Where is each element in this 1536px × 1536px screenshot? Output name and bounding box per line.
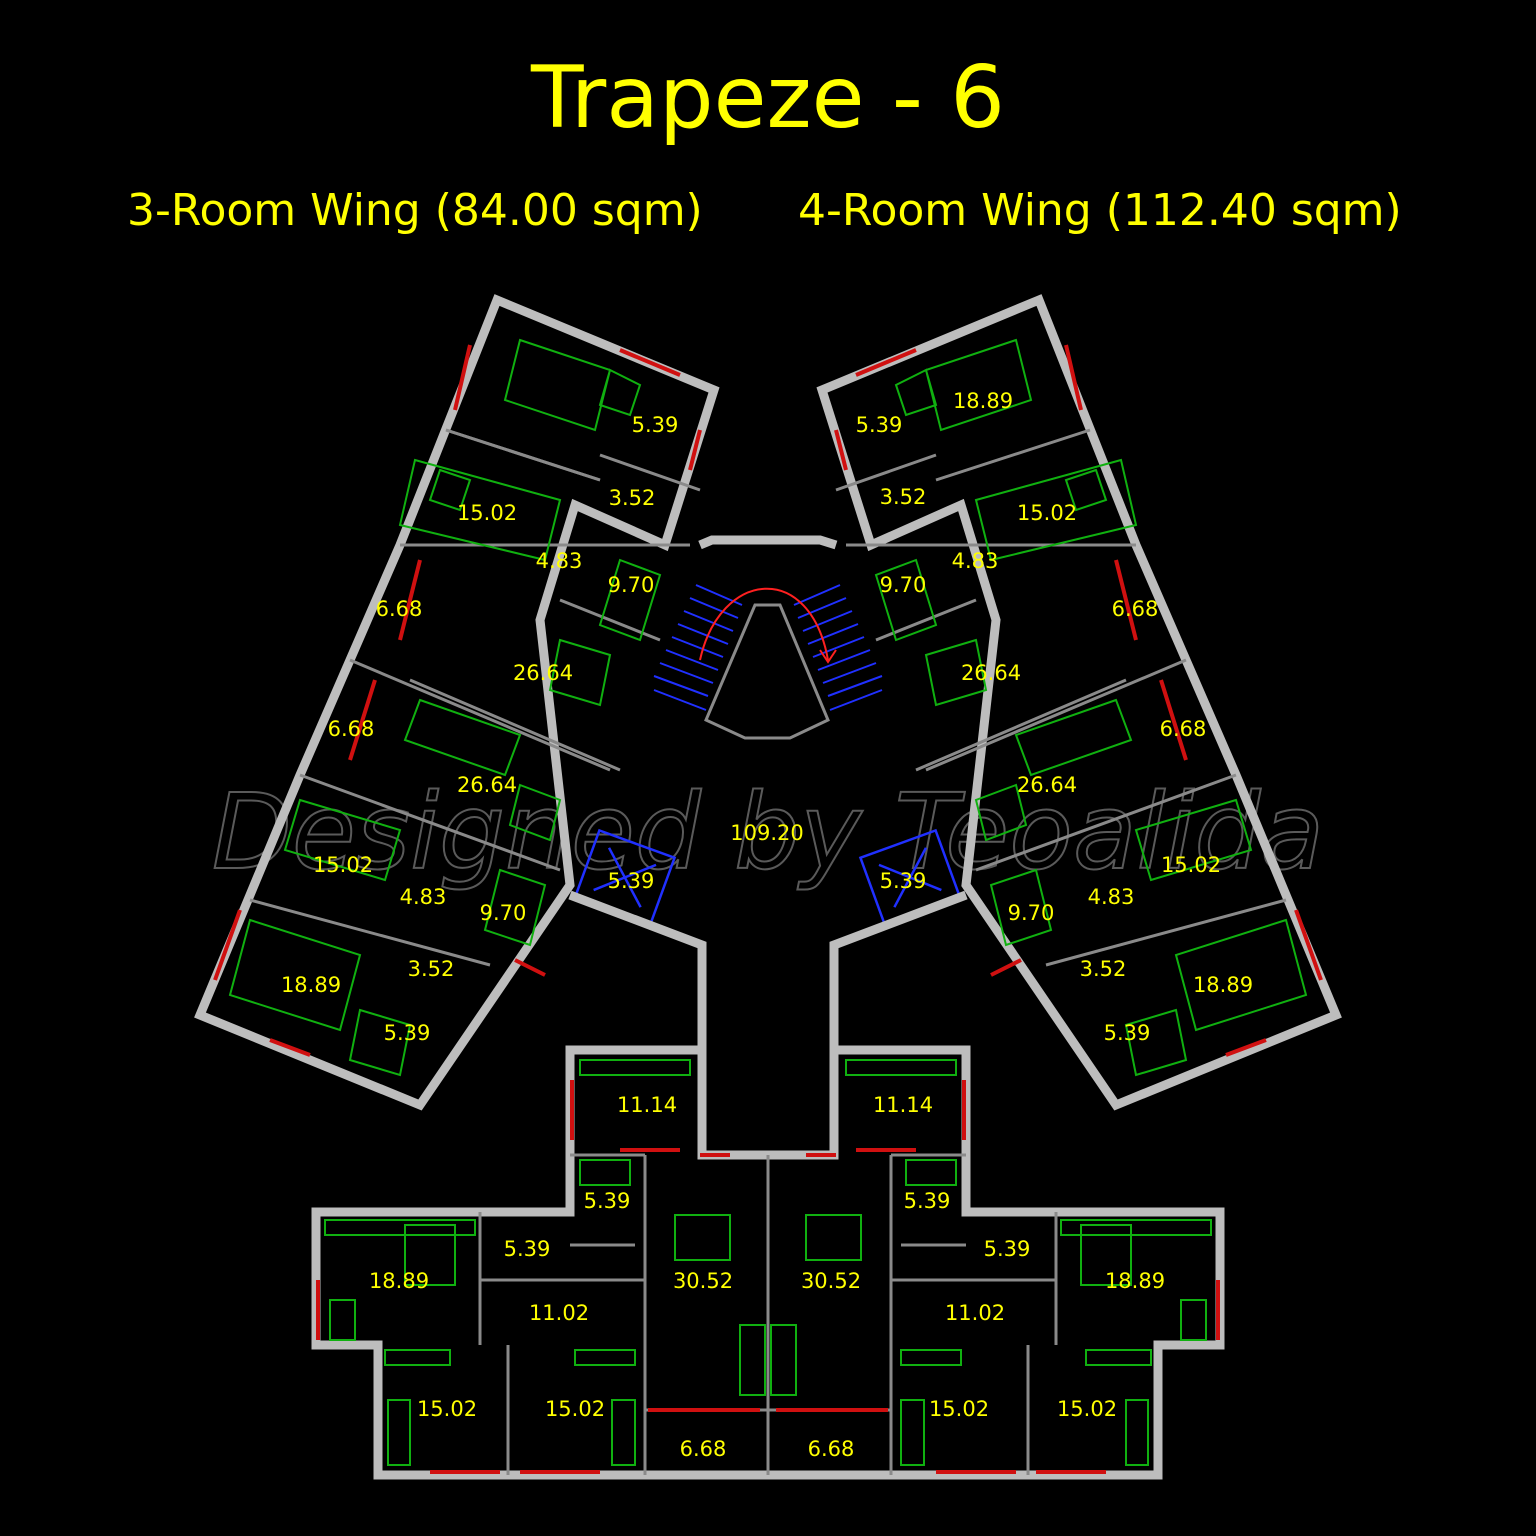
area-label: 5.39	[904, 1189, 951, 1213]
area-label: 6.68	[680, 1437, 727, 1461]
area-label: 6.68	[808, 1437, 855, 1461]
stair-arrow	[699, 587, 829, 661]
area-label: 5.39	[608, 869, 655, 893]
area-label: 18.89	[1105, 1269, 1165, 1293]
drawing-title: Trapeze - 6	[531, 48, 1005, 148]
area-label: 5.39	[984, 1237, 1031, 1261]
area-label: 11.02	[945, 1301, 1005, 1325]
area-label: 18.89	[1193, 973, 1253, 997]
area-label: 6.68	[328, 717, 375, 741]
corridor-wall-left	[568, 890, 707, 1050]
area-label: 15.02	[1017, 501, 1077, 525]
area-label: 6.68	[1112, 597, 1159, 621]
wing-3room-label: 3-Room Wing (84.00 sqm)	[127, 185, 703, 236]
staircase	[653, 584, 883, 711]
area-label: 9.70	[480, 901, 527, 925]
area-label: 4.83	[536, 549, 583, 573]
area-label: 18.89	[369, 1269, 429, 1293]
area-label: 30.52	[673, 1269, 733, 1293]
area-label: 26.64	[1017, 773, 1077, 797]
area-label: 18.89	[953, 389, 1013, 413]
area-label: 109.20	[730, 821, 803, 845]
area-label: 6.68	[1160, 717, 1207, 741]
area-label: 5.39	[504, 1237, 551, 1261]
area-label: 11.14	[873, 1093, 933, 1117]
core-outline	[698, 535, 838, 550]
central-core: 109.20 5.39 5.39	[568, 535, 968, 1050]
area-label: 3.52	[880, 485, 927, 509]
area-label: 5.39	[584, 1189, 631, 1213]
area-label: 26.64	[513, 661, 573, 685]
area-label: 6.68	[376, 597, 423, 621]
area-label: 5.39	[880, 869, 927, 893]
area-label: 15.02	[1161, 853, 1221, 877]
area-label: 9.70	[608, 573, 655, 597]
area-label: 4.83	[1088, 885, 1135, 909]
area-label: 15.02	[417, 1397, 477, 1421]
area-label: 9.70	[1008, 901, 1055, 925]
area-label: 5.39	[1104, 1021, 1151, 1045]
area-label: 3.52	[408, 957, 455, 981]
area-label: 9.70	[880, 573, 927, 597]
ne-wing-outline	[816, 294, 1342, 1111]
area-label: 3.52	[609, 486, 656, 510]
area-label: 4.83	[952, 549, 999, 573]
south-wing: 11.14 11.14 5.39 5.39 5.39 5.39 18.89 18…	[311, 1045, 1225, 1480]
nw-wing-outline	[194, 294, 720, 1111]
area-label: 15.02	[929, 1397, 989, 1421]
area-label: 15.02	[313, 853, 373, 877]
area-label: 5.39	[384, 1021, 431, 1045]
area-label: 15.02	[457, 501, 517, 525]
nw-wing: 5.39 3.52 15.02 4.83 9.70 6.68 6.68 26.6…	[194, 294, 720, 1111]
area-label: 15.02	[545, 1397, 605, 1421]
area-label: 11.14	[617, 1093, 677, 1117]
area-label: 5.39	[632, 413, 679, 437]
area-label: 26.64	[961, 661, 1021, 685]
area-label: 4.83	[400, 885, 447, 909]
stair-core	[704, 603, 830, 740]
corridor-wall-right	[829, 890, 968, 1050]
area-label: 11.02	[529, 1301, 589, 1325]
area-label: 3.52	[1080, 957, 1127, 981]
ne-wing: 5.39 18.89 3.52 15.02 9.70 4.83 6.68 6.6…	[816, 294, 1342, 1111]
area-label: 26.64	[457, 773, 517, 797]
area-label: 18.89	[281, 973, 341, 997]
area-label: 5.39	[856, 413, 903, 437]
watermark: Designed by Teoalida	[212, 771, 1324, 893]
area-label: 15.02	[1057, 1397, 1117, 1421]
wing-4room-label: 4-Room Wing (112.40 sqm)	[798, 185, 1402, 236]
area-label: 30.52	[801, 1269, 861, 1293]
